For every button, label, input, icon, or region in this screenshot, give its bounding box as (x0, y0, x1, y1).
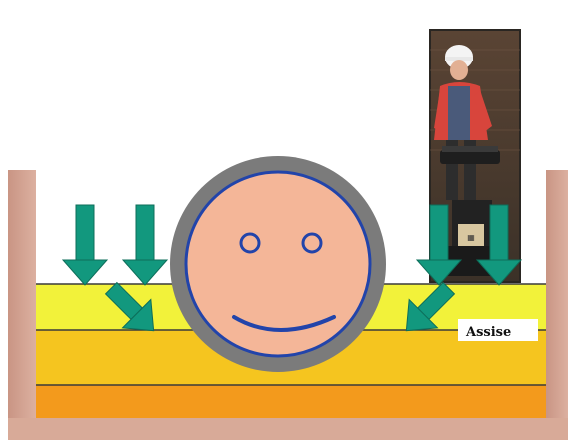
trench-right-wall (546, 170, 568, 440)
trench-left-wall (8, 170, 36, 440)
svg-text:▦: ▦ (467, 233, 475, 242)
trench-floor (8, 418, 568, 440)
smiley-pipe-icon (170, 156, 386, 372)
assise-label-box: Assise (458, 319, 538, 341)
assise-label: Assise (465, 325, 511, 340)
layer-bottom (36, 385, 546, 418)
